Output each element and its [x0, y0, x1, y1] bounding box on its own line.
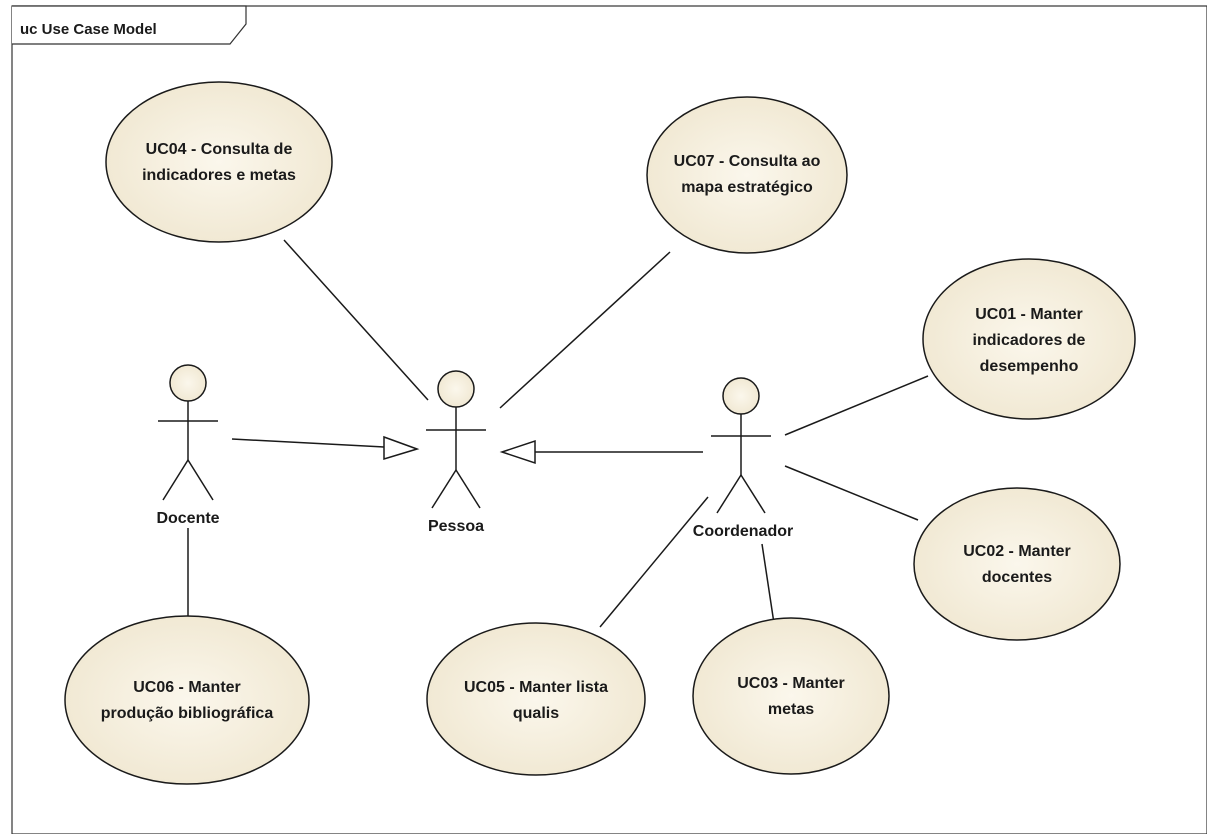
use-case-uc04[interactable]: UC04 - Consulta de indicadores e metas — [105, 81, 333, 243]
uc01-label-line3: desempenho — [980, 358, 1079, 375]
generalization-docente-pessoa[interactable] — [231, 435, 420, 461]
uc06-label-line2: produção bibliográfica — [101, 705, 274, 722]
assoc-coordenador-uc03[interactable] — [761, 543, 776, 631]
assoc-coordenador-uc02[interactable] — [784, 465, 919, 521]
assoc-coordenador-uc05[interactable] — [599, 496, 709, 628]
use-case-uc03[interactable]: UC03 - Manter metas — [692, 617, 890, 775]
use-case-uc02[interactable]: UC02 - Manter docentes — [913, 487, 1121, 641]
uc03-label-line1: UC03 - Manter — [737, 675, 845, 692]
uc07-label-line1: UC07 - Consulta ao — [674, 153, 821, 170]
actor-coordenador-head-icon — [722, 377, 760, 415]
uc01-label-line1: UC01 - Manter — [975, 306, 1083, 323]
uc04-label-line1: UC04 - Consulta de — [146, 141, 293, 158]
uc04-label-line2: indicadores e metas — [142, 167, 296, 184]
actor-coordenador[interactable]: Coordenador — [693, 377, 793, 540]
generalization-coordenador-pessoa[interactable] — [499, 439, 703, 465]
uc07-label-line2: mapa estratégico — [681, 179, 813, 196]
actor-pessoa-name: Pessoa — [428, 518, 484, 535]
assoc-pessoa-uc07[interactable] — [499, 251, 671, 409]
uc02-label-line2: docentes — [982, 569, 1052, 586]
actor-docente[interactable]: Docente — [156, 364, 220, 527]
assoc-pessoa-uc04[interactable] — [283, 239, 429, 401]
generalizations — [231, 435, 703, 465]
frame-title: uc Use Case Model — [20, 21, 157, 38]
use-case-uc05[interactable]: UC05 - Manter lista qualis — [426, 622, 646, 776]
assoc-coordenador-uc01[interactable] — [784, 375, 929, 436]
uc03-label-line2: metas — [768, 701, 814, 718]
actor-pessoa[interactable]: Pessoa — [426, 370, 486, 535]
actor-pessoa-head-icon — [437, 370, 475, 408]
uc01-label-line2: indicadores de — [973, 332, 1086, 349]
actor-docente-name: Docente — [156, 510, 219, 527]
uc06-label-line1: UC06 - Manter — [133, 679, 241, 696]
associations — [187, 239, 929, 631]
actor-docente-head-icon — [169, 364, 207, 402]
uc02-label-line1: UC02 - Manter — [963, 543, 1071, 560]
uc05-label-line2: qualis — [513, 705, 559, 722]
use-case-uc01[interactable]: UC01 - Manter indicadores de desempenho — [922, 258, 1136, 420]
uc05-label-line1: UC05 - Manter lista — [464, 679, 608, 696]
use-case-uc06[interactable]: UC06 - Manter produção bibliográfica — [64, 615, 310, 785]
use-case-uc07[interactable]: UC07 - Consulta ao mapa estratégico — [646, 96, 848, 254]
actor-coordenador-name: Coordenador — [693, 523, 793, 540]
